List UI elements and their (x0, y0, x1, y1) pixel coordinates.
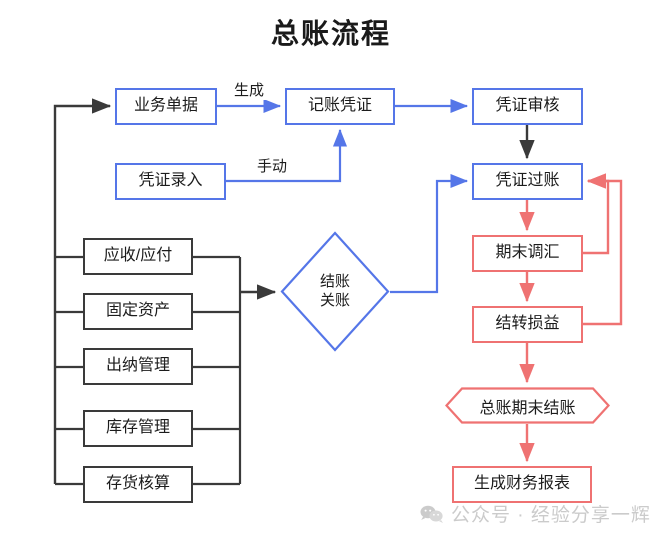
node-gen-report-label: 生成财务报表 (473, 475, 570, 493)
node-gl-period-close[interactable]: 总账期末结账 (445, 387, 610, 424)
node-module-inventory-cost[interactable]: 存货核算 (83, 466, 193, 503)
node-voucher-audit[interactable]: 凭证审核 (472, 88, 583, 125)
node-voucher-post-label: 凭证过账 (495, 172, 560, 190)
node-close-account-line1: 结账 (319, 272, 350, 290)
watermark: 公众号 · 经验分享一辉 (420, 500, 651, 527)
node-voucher-entry-label: 凭证录入 (138, 172, 203, 190)
diamond-shape-icon (280, 231, 390, 352)
node-business-doc[interactable]: 业务单据 (115, 88, 217, 125)
edge-fx-adjust-feedback (583, 173, 610, 255)
edge-modules-to-business-doc (53, 98, 112, 484)
edge-label-manual: 手动 (255, 155, 290, 176)
node-close-account[interactable]: 结账 关账 (280, 231, 390, 352)
edge-voucher-entry-to-record (226, 128, 348, 183)
node-module-inventory-mgmt[interactable]: 库存管理 (83, 410, 193, 447)
hexagon-shape-icon (445, 387, 610, 424)
watermark-text: 公众号 · 经验分享一辉 (451, 505, 651, 526)
node-pl-carryover[interactable]: 结转损益 (472, 306, 583, 343)
node-close-account-label: 结账 关账 (320, 273, 350, 311)
node-business-doc-label: 业务单据 (133, 97, 198, 115)
node-voucher-audit-label: 凭证审核 (495, 97, 560, 115)
node-module-inventory-cost-label: 存货核算 (105, 475, 170, 493)
edge-close-account-to-post (390, 173, 469, 294)
node-module-ar-ap-label: 应收/应付 (103, 247, 173, 265)
edge-pl-carryover-feedback (583, 173, 623, 326)
wechat-icon (420, 505, 443, 523)
node-gl-period-close-label: 总账期末结账 (479, 399, 576, 417)
node-voucher-record-label: 记账凭证 (307, 97, 372, 115)
node-module-fixed-assets-label: 固定资产 (105, 302, 170, 320)
node-voucher-post[interactable]: 凭证过账 (472, 163, 583, 200)
node-fx-adjust[interactable]: 期末调汇 (472, 235, 583, 272)
node-module-inventory-mgmt-label: 库存管理 (105, 419, 170, 437)
node-pl-carryover-label: 结转损益 (495, 315, 560, 333)
node-module-cashier[interactable]: 出纳管理 (83, 348, 193, 385)
node-module-ar-ap[interactable]: 应收/应付 (83, 238, 193, 275)
node-voucher-record[interactable]: 记账凭证 (285, 88, 395, 125)
node-fx-adjust-label: 期末调汇 (495, 244, 560, 262)
node-gen-report[interactable]: 生成财务报表 (452, 466, 592, 503)
page-title: 总账流程 (270, 18, 391, 49)
node-voucher-entry[interactable]: 凭证录入 (115, 163, 226, 200)
edge-label-generate: 生成 (232, 79, 267, 100)
node-close-account-line2: 关账 (319, 291, 350, 309)
node-module-fixed-assets[interactable]: 固定资产 (83, 293, 193, 330)
node-module-cashier-label: 出纳管理 (105, 357, 170, 375)
